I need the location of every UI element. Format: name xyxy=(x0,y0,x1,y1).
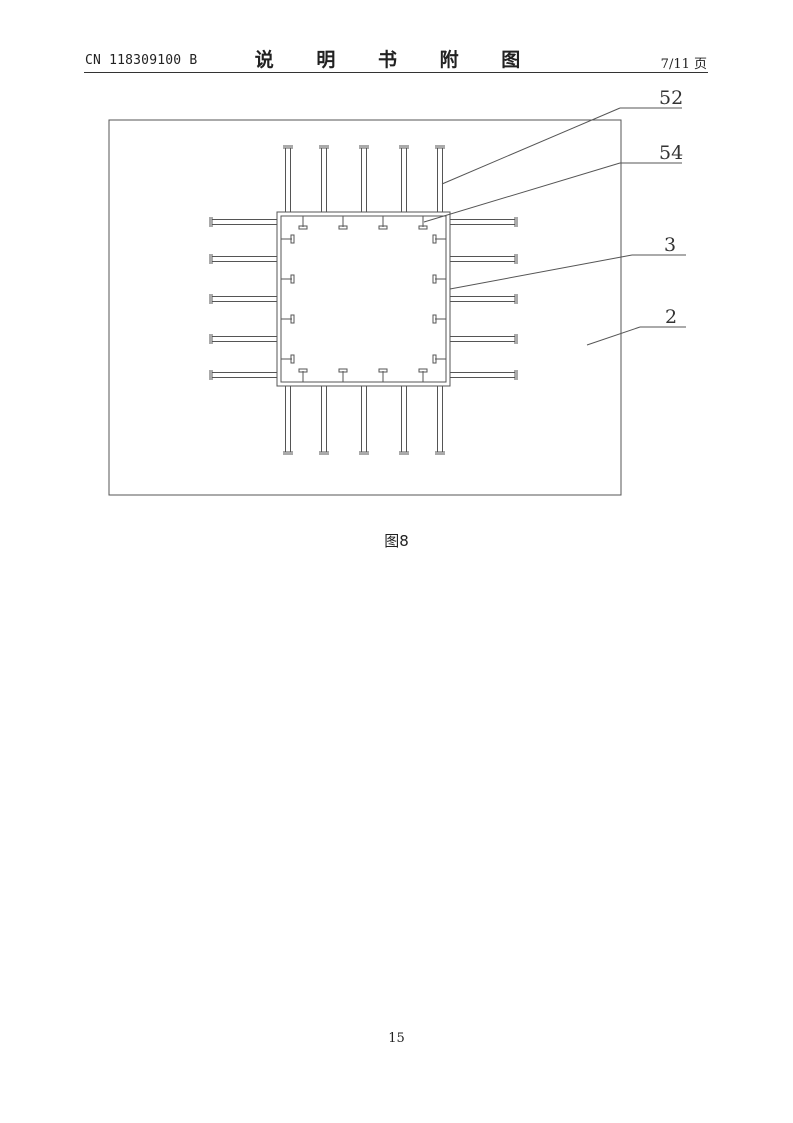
fastener-bottom-head-2 xyxy=(338,368,348,373)
fastener-right-head-2 xyxy=(432,274,437,284)
fastener-right-head-1 xyxy=(432,234,437,244)
leader-line-2 xyxy=(586,326,641,346)
vertical-rod-bottom-2 xyxy=(321,385,327,453)
fastener-left-head-2 xyxy=(290,274,295,284)
horizontal-rod-right-3 xyxy=(449,296,516,302)
vertical-rod-bottom-1 xyxy=(285,385,291,453)
leader-line-52 xyxy=(441,107,621,185)
horizontal-rod-right-1 xyxy=(449,219,516,225)
horizontal-rod-left-4 xyxy=(211,336,278,342)
patent-number: CN 118309100 B xyxy=(85,53,198,68)
horizontal-rod-right-5 xyxy=(449,372,516,378)
horizontal-rod-right-4 xyxy=(449,336,516,342)
vertical-rod-top-4 xyxy=(401,147,407,213)
fastener-bottom-head-4 xyxy=(418,368,428,373)
vertical-rod-top-3 xyxy=(361,147,367,213)
reference-label-54: 54 xyxy=(659,142,683,164)
outer-plate xyxy=(108,119,622,496)
fastener-bottom-head-1 xyxy=(298,368,308,373)
vertical-rod-top-1 xyxy=(285,147,291,213)
horizontal-rod-left-1 xyxy=(211,219,278,225)
page-number: 15 xyxy=(388,1031,405,1046)
fastener-top-head-4 xyxy=(418,225,428,230)
leader-line-54 xyxy=(423,162,621,223)
vertical-rod-bottom-4 xyxy=(401,385,407,453)
fastener-right-head-3 xyxy=(432,314,437,324)
header-divider xyxy=(84,72,708,73)
page-indicator: 7/11 页 xyxy=(660,57,707,72)
reference-label-2: 2 xyxy=(665,306,677,328)
vertical-rod-bottom-3 xyxy=(361,385,367,453)
vertical-rod-top-5 xyxy=(437,147,443,213)
reference-label-52: 52 xyxy=(659,87,683,109)
figure-caption: 图8 xyxy=(384,532,409,550)
horizontal-rod-left-5 xyxy=(211,372,278,378)
vertical-rod-bottom-5 xyxy=(437,385,443,453)
vertical-rod-top-2 xyxy=(321,147,327,213)
fastener-left-head-3 xyxy=(290,314,295,324)
horizontal-rod-right-2 xyxy=(449,256,516,262)
reference-label-3: 3 xyxy=(664,234,676,256)
leader-line-3 xyxy=(449,254,633,290)
fastener-top-head-3 xyxy=(378,225,388,230)
fastener-right-head-4 xyxy=(432,354,437,364)
frame-inner-edge xyxy=(280,215,447,383)
frame-outer-edge xyxy=(276,211,451,387)
fastener-left-head-1 xyxy=(290,234,295,244)
fastener-bottom-head-3 xyxy=(378,368,388,373)
fastener-left-head-4 xyxy=(290,354,295,364)
fastener-top-head-2 xyxy=(338,225,348,230)
fastener-top-head-1 xyxy=(298,225,308,230)
horizontal-rod-left-2 xyxy=(211,256,278,262)
horizontal-rod-left-3 xyxy=(211,296,278,302)
section-title: 说 明 书 附 图 xyxy=(254,49,539,71)
